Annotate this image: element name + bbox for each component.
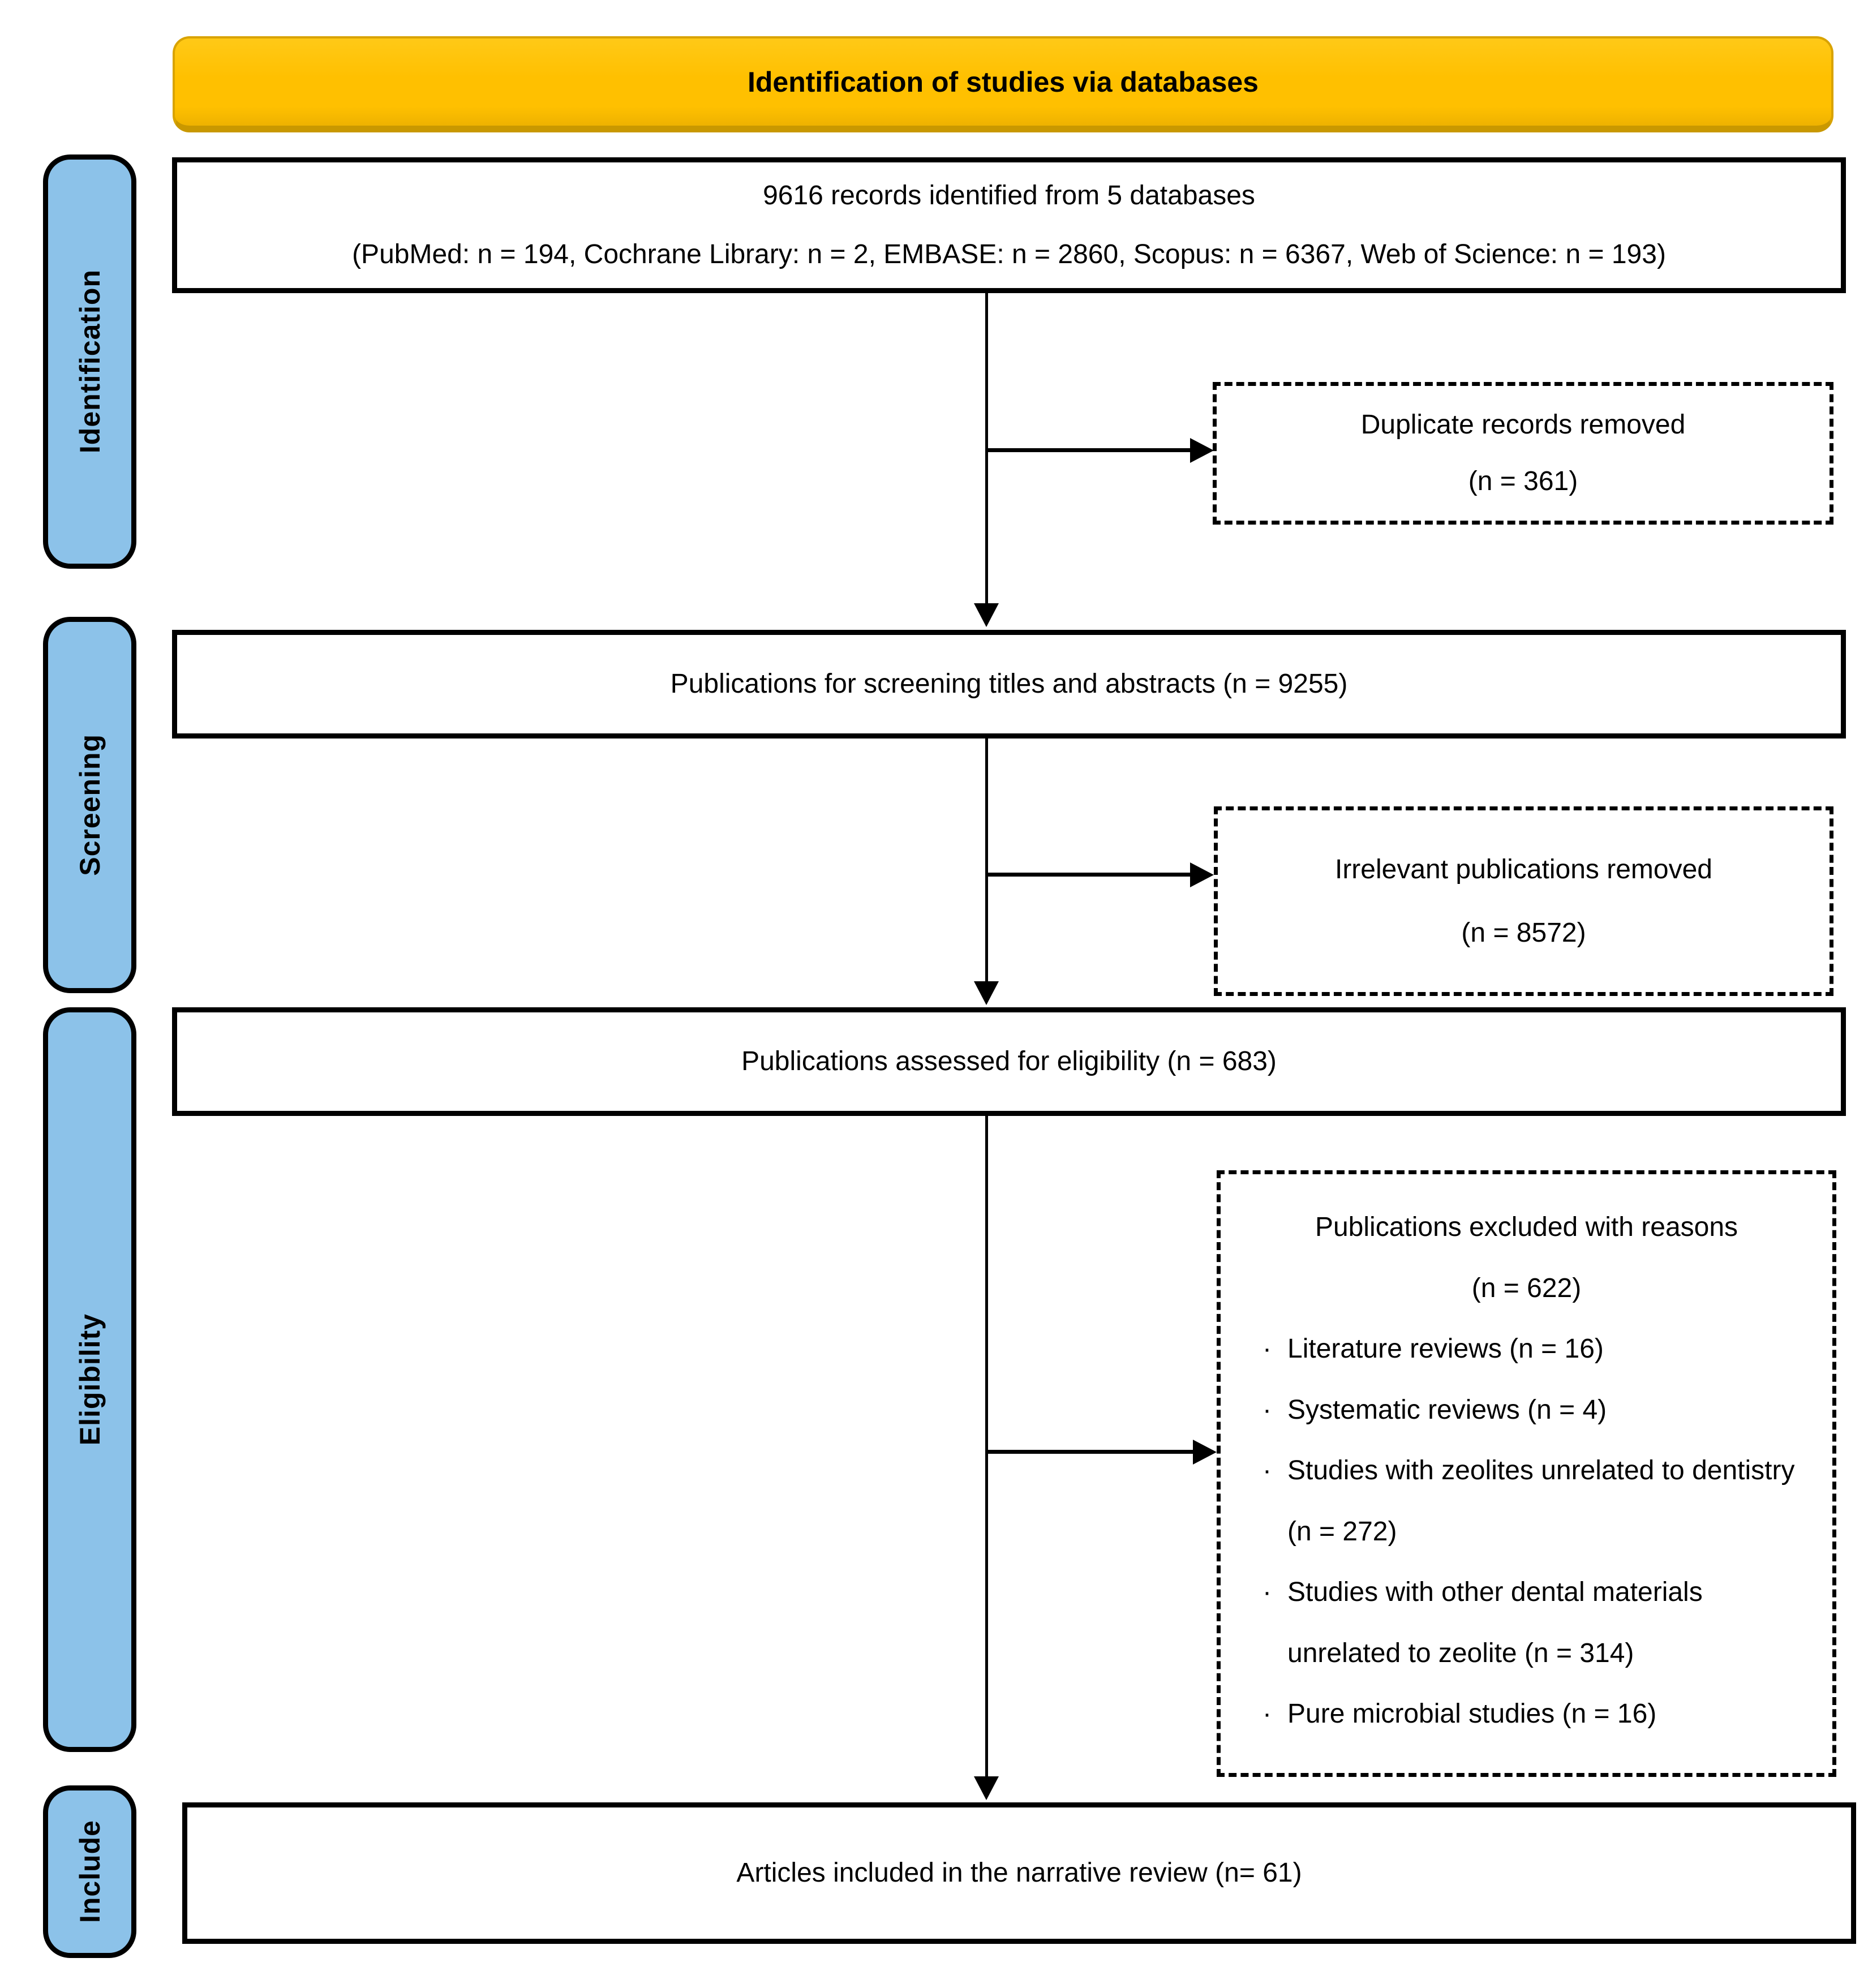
irrelevant-line2: (n = 8572): [1461, 917, 1586, 948]
duplicates-line1: Duplicate records removed: [1360, 410, 1686, 440]
bullet-dot: ·: [1262, 1577, 1272, 1608]
arrow-eligibility-to-included-line: [985, 1116, 988, 1777]
records-identified-line1: 9616 records identified from 5 databases: [763, 181, 1255, 211]
box-assessed-eligibility: Publications assessed for eligibility (n…: [172, 1007, 1846, 1116]
stage-label-eligibility: Eligibility: [43, 1007, 136, 1752]
bullet-dot: ·: [1262, 1334, 1272, 1364]
stage-label-include: Include: [43, 1785, 136, 1958]
arrow-to-duplicates-line: [985, 448, 1191, 452]
arrow-to-duplicates-head: [1190, 438, 1214, 463]
stage-label-identification: Identification: [43, 154, 136, 569]
box-irrelevant-removed: Irrelevant publications removed (n = 857…: [1214, 806, 1833, 996]
box-records-identified: 9616 records identified from 5 databases…: [172, 157, 1846, 293]
arrow-to-irrelevant-line: [985, 873, 1191, 877]
excluded-reason-item: · Studies with zeolites unrelated to den…: [1260, 1440, 1815, 1562]
screening-text: Publications for screening titles and ab…: [670, 669, 1348, 699]
excluded-reason-item: · Pure microbial studies (n = 16): [1260, 1684, 1815, 1745]
box-excluded-with-reasons: Publications excluded with reasons (n = …: [1217, 1170, 1836, 1777]
diagram-title: Identification of studies via databases: [747, 66, 1259, 98]
bullet-dot: ·: [1262, 1455, 1272, 1486]
excluded-reason-item: · Studies with other dental materials un…: [1260, 1562, 1815, 1684]
irrelevant-line1: Irrelevant publications removed: [1334, 854, 1712, 884]
stage-label-eligibility-text: Eligibility: [74, 1313, 106, 1446]
excluded-count: (n = 622): [1471, 1273, 1582, 1303]
records-identified-line2: (PubMed: n = 194, Cochrane Library: n = …: [352, 239, 1666, 269]
box-articles-included: Articles included in the narrative revie…: [182, 1802, 1856, 1944]
arrow-screening-to-eligibility-head: [974, 981, 999, 1005]
arrow-to-excluded-line: [985, 1450, 1194, 1454]
arrow-to-excluded-head: [1193, 1440, 1217, 1465]
box-screening-titles-abstracts: Publications for screening titles and ab…: [172, 630, 1846, 738]
excluded-reason-text: Pure microbial studies (n = 16): [1287, 1699, 1657, 1729]
arrow-eligibility-to-included-head: [974, 1776, 999, 1800]
arrow-to-irrelevant-head: [1190, 862, 1214, 887]
arrow-screening-to-eligibility-line: [985, 738, 988, 982]
excluded-reason-item: · Literature reviews (n = 16): [1260, 1319, 1815, 1380]
header-banner: Identification of studies via databases: [173, 36, 1833, 132]
box-duplicates-removed: Duplicate records removed (n = 361): [1213, 382, 1833, 525]
excluded-reason-text: Studies with zeolites unrelated to denti…: [1287, 1455, 1795, 1547]
excluded-reason-item: · Systematic reviews (n = 4): [1260, 1380, 1815, 1441]
duplicates-line2: (n = 361): [1468, 466, 1578, 496]
excluded-reason-text: Studies with other dental materials unre…: [1287, 1577, 1703, 1668]
stage-label-screening-text: Screening: [74, 734, 106, 876]
excluded-reason-text: Literature reviews (n = 16): [1287, 1334, 1604, 1364]
arrow-records-to-screening-head: [974, 603, 999, 627]
excluded-reason-text: Systematic reviews (n = 4): [1287, 1394, 1607, 1425]
stage-label-screening: Screening: [43, 617, 136, 993]
included-text: Articles included in the narrative revie…: [736, 1858, 1302, 1888]
stage-label-identification-text: Identification: [74, 269, 106, 454]
eligibility-text: Publications assessed for eligibility (n…: [741, 1046, 1277, 1076]
excluded-heading: Publications excluded with reasons: [1315, 1212, 1738, 1242]
stage-label-include-text: Include: [74, 1820, 106, 1923]
bullet-dot: ·: [1262, 1394, 1272, 1425]
bullet-dot: ·: [1262, 1699, 1272, 1729]
